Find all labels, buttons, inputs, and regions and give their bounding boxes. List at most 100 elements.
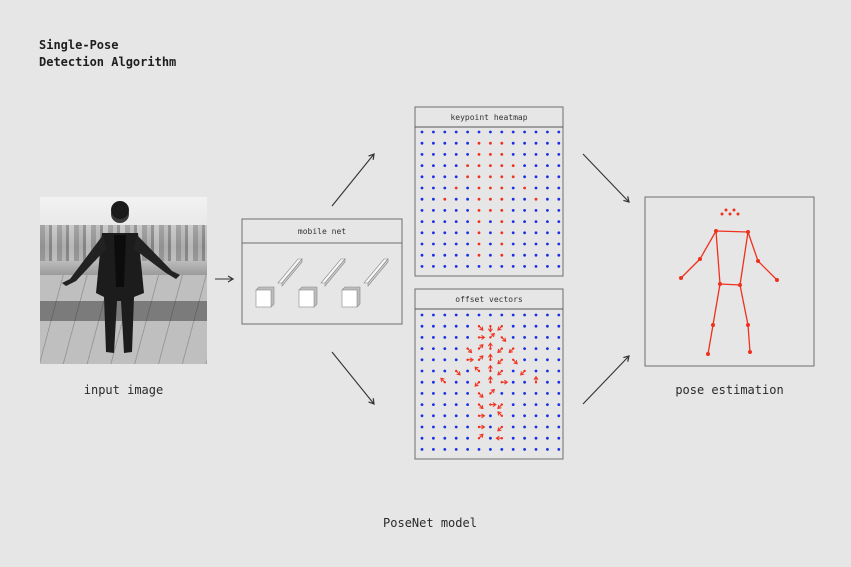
heatmap-dot: [511, 231, 515, 235]
heatmap-dot: [466, 141, 469, 145]
offset-dot: [511, 324, 515, 328]
skeleton-bone: [707, 324, 714, 355]
skeleton-bone: [715, 230, 721, 285]
heatmap-dot: [546, 231, 549, 235]
offset-dot: [432, 313, 435, 317]
offset-dot: [546, 403, 549, 406]
heatmap-active-dot: [500, 231, 504, 235]
skeleton-bone: [757, 260, 778, 281]
offset-vector-grid: [420, 313, 561, 451]
offset-dot: [466, 436, 469, 440]
heatmap-dot: [557, 197, 561, 201]
offset-dot: [511, 425, 515, 429]
offset-dot: [443, 414, 447, 418]
heatmap-active-dot: [500, 220, 504, 224]
heatmap-active-dot: [489, 153, 492, 156]
keypoint-dot: [711, 323, 715, 327]
heatmap-dot: [454, 197, 458, 201]
offset-dot: [500, 392, 504, 395]
offset-dot: [454, 324, 458, 328]
heatmap-dot: [546, 186, 549, 190]
skeleton-bone: [739, 284, 749, 326]
offset-dot: [546, 336, 549, 339]
input-image: [40, 197, 207, 364]
heatmap-dot-grid: [420, 130, 561, 268]
heatmap-dot: [557, 253, 561, 257]
offset-dot: [466, 414, 469, 418]
offset-dot: [443, 324, 447, 328]
heatmap-active-dot: [511, 175, 515, 179]
heatmap-dot: [432, 164, 435, 168]
offset-dot: [466, 392, 469, 395]
heatmap-dot: [454, 164, 458, 168]
offset-dot: [546, 358, 549, 362]
heatmap-dot: [523, 265, 526, 268]
heatmap-dot: [420, 153, 424, 156]
heatmap-active-dot: [477, 186, 481, 190]
skeleton-bone: [699, 230, 717, 260]
heatmap-dot: [557, 220, 561, 224]
offset-dot: [511, 448, 515, 451]
heatmap-dot: [432, 253, 435, 257]
offset-dot: [534, 369, 538, 373]
heatmap-active-dot: [511, 164, 515, 168]
heatmap-active-dot: [500, 242, 504, 246]
heatmap-dot: [489, 242, 492, 246]
heatmap-dot: [523, 220, 526, 224]
heatmap-dot: [557, 130, 561, 134]
offset-dot: [500, 313, 504, 317]
keypoint-dot: [679, 276, 683, 280]
offset-dot: [432, 425, 435, 429]
heatmap-dot: [489, 265, 492, 268]
offset-dot: [477, 448, 481, 451]
heatmap-dot: [432, 197, 435, 201]
heatmap-active-dot: [500, 141, 504, 145]
heatmap-dot: [546, 209, 549, 212]
network-layer-blocks: [255, 258, 389, 308]
offset-dot: [432, 414, 435, 418]
heatmap-active-dot: [477, 220, 481, 224]
offset-dot: [546, 313, 549, 317]
offset-dot: [420, 403, 424, 406]
face-keypoint-dot: [720, 212, 724, 216]
offset-dot: [511, 313, 515, 317]
face-keypoint-dot: [732, 208, 736, 212]
keypoint-heatmap-panel: keypoint heatmap: [414, 106, 564, 277]
heatmap-active-dot: [489, 197, 492, 201]
offset-dot: [443, 436, 447, 440]
offset-dot: [557, 313, 561, 317]
offset-dot: [420, 425, 424, 429]
offset-dot: [420, 436, 424, 440]
mobilenet-to-heatmap-arrow: [331, 153, 375, 207]
offset-dot: [534, 448, 538, 451]
person-silhouette: [62, 201, 180, 353]
offset-dot: [546, 436, 549, 440]
mobilenet-to-offsets-arrow: [331, 351, 375, 405]
offset-dot: [420, 324, 424, 328]
offset-dot: [454, 448, 458, 451]
heatmap-active-dot: [477, 253, 481, 257]
heatmap-dot: [557, 175, 561, 179]
heatmap-active-dot: [489, 186, 492, 190]
offset-vectors-header: offset vectors: [455, 295, 523, 304]
heatmap-dot: [432, 186, 435, 190]
offset-dot: [523, 436, 526, 440]
heatmap-dot: [443, 209, 447, 212]
offset-dot: [523, 358, 526, 362]
offset-dot: [511, 336, 515, 339]
heatmap-active-dot: [466, 164, 469, 168]
heatmap-dot: [546, 153, 549, 156]
offset-dot: [420, 358, 424, 362]
offset-dot: [454, 392, 458, 395]
heatmap-dot: [546, 242, 549, 246]
heatmap-dot: [546, 253, 549, 257]
heatmap-dot: [443, 265, 447, 268]
offset-dot: [454, 347, 458, 350]
heatmap-dot: [489, 231, 492, 235]
heatmap-dot: [557, 242, 561, 246]
keypoint-heatmap-header: keypoint heatmap: [450, 113, 527, 122]
offset-dot: [511, 392, 515, 395]
heatmap-dot: [534, 164, 538, 168]
heatmap-active-dot: [466, 175, 469, 179]
heatmap-dot: [511, 242, 515, 246]
